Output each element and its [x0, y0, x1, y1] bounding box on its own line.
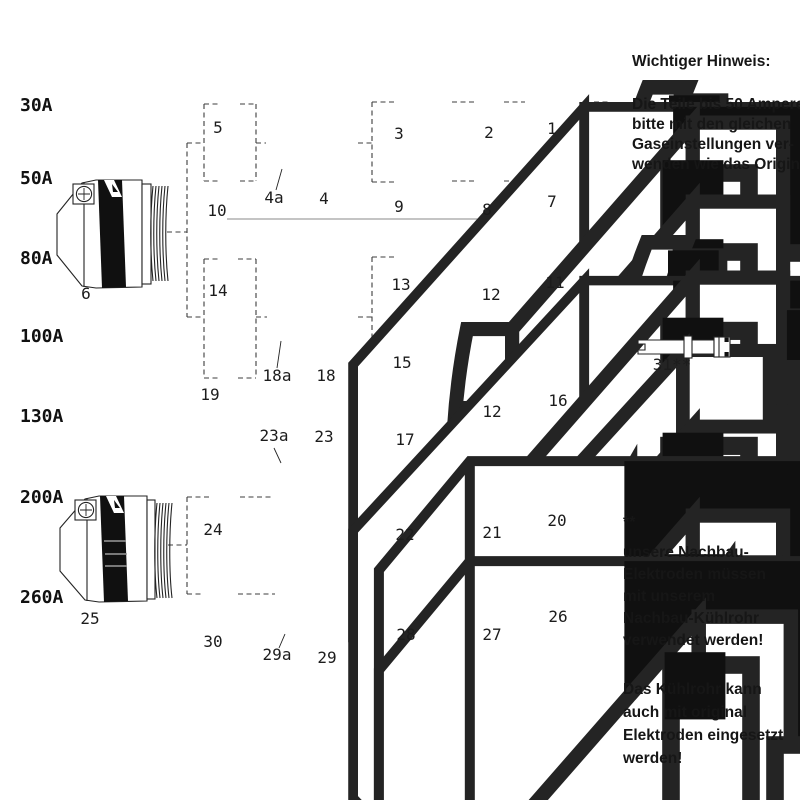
thread-coils — [150, 185, 169, 282]
part-label-23: 23 — [314, 427, 333, 446]
note-electrodes: unsere Nachbau- Elektroden müssen mit un… — [623, 542, 766, 652]
part-31-cooling-tube-drawing — [637, 335, 731, 359]
part-label-29: 29 — [317, 648, 336, 667]
note-line: wenden wie das Original! — [632, 156, 800, 173]
part-label-26: 26 — [548, 607, 567, 626]
screw-icon — [72, 183, 95, 205]
part-label-31: 31** — [653, 355, 692, 374]
note-line: werden! — [623, 750, 683, 767]
part-label-3: 3 — [394, 124, 404, 143]
part-label-17: 17 — [395, 430, 414, 449]
part-label-28: 28 — [396, 625, 415, 644]
part-label-25: 25 — [80, 609, 99, 628]
amp-label-260a: 260A — [20, 587, 64, 608]
part-number-labels: 6 5 10 4a 4 3 2 1 9 8 7 14 19 18a 18 13 … — [80, 118, 691, 667]
label-leader-lines — [273, 168, 286, 649]
part-label-10: 10 — [207, 201, 226, 220]
part-label-21: 21 — [482, 523, 501, 542]
part-drawings — [352, 78, 800, 800]
amp-label-100a: 100A — [20, 326, 64, 347]
part-label-9: 9 — [394, 197, 404, 216]
amp-label-30a: 30A — [20, 95, 53, 116]
amperage-labels: 30A 50A 80A 100A 130A 200A 260A — [20, 95, 64, 608]
dashed-connector-row1-row2 — [452, 101, 610, 182]
amp-label-200a: 200A — [20, 487, 64, 508]
note-line: Gaseinstellungen ver- — [632, 136, 794, 153]
amp-label-50a: 50A — [20, 168, 53, 189]
part-label-20: 20 — [547, 511, 566, 530]
note-line: mit unserem — [623, 588, 716, 605]
part-label-23a: 23a — [260, 426, 289, 445]
part-label-24: 24 — [203, 520, 222, 539]
part-label-4a: 4a — [264, 188, 283, 207]
part-label-7: 7 — [547, 192, 557, 211]
thread-coils — [154, 502, 173, 599]
part-label-12: 12 — [481, 285, 500, 304]
dashed-connector-torch1-group — [167, 101, 395, 317]
torch-head-25-drawing — [59, 495, 173, 603]
part-label-19: 19 — [200, 385, 219, 404]
part-label-1: 1 — [547, 119, 557, 138]
note-line: bitte mit den gleichen — [632, 116, 792, 133]
note-line: Die Teile bis 50 Ampere — [632, 96, 800, 113]
note-line: Elektroden eingesetzt — [623, 727, 784, 744]
part-label-11: 11 — [545, 273, 564, 292]
part-label-18a: 18a — [263, 366, 292, 385]
part-label-22: 22 — [395, 525, 414, 544]
part-label-16: 16 — [548, 391, 567, 410]
part-label-4: 4 — [319, 189, 329, 208]
part-label-12b: 12 — [482, 402, 501, 421]
note-line: Elektroden müssen — [623, 566, 766, 583]
note-gas-settings: Die Teile bis 50 Ampere bitte mit den gl… — [632, 95, 800, 175]
part-label-18: 18 — [316, 366, 335, 385]
part-label-8: 8 — [482, 200, 492, 219]
amp-label-80a: 80A — [20, 248, 53, 269]
amp-label-130a: 130A — [20, 406, 64, 427]
note-title: Wichtiger Hinweis: — [632, 53, 771, 70]
part-label-2: 2 — [484, 123, 494, 142]
note-line: unsere Nachbau- — [623, 544, 749, 561]
part-label-6: 6 — [81, 284, 91, 303]
note-line: Das Kühlrohr kann — [623, 681, 762, 698]
part-label-29a: 29a — [263, 645, 292, 664]
part-label-30: 30 — [203, 632, 222, 651]
part-label-14: 14 — [208, 281, 227, 300]
torch-head-6-drawing — [56, 179, 169, 289]
part-label-13: 13 — [391, 275, 410, 294]
screw-icon — [74, 499, 97, 521]
note-line: auch mit original — [623, 704, 748, 721]
footnote-asterisks: ** — [623, 514, 636, 531]
part-label-15: 15 — [392, 353, 411, 372]
note-line: Nachbau-Kühlrohr — [623, 610, 760, 627]
note-line: verwendet werden! — [623, 632, 764, 649]
part-label-27: 27 — [482, 625, 501, 644]
part-label-5: 5 — [213, 118, 223, 137]
note-cooling-tube: Das Kühlrohr kann auch mit original Elek… — [623, 678, 783, 770]
